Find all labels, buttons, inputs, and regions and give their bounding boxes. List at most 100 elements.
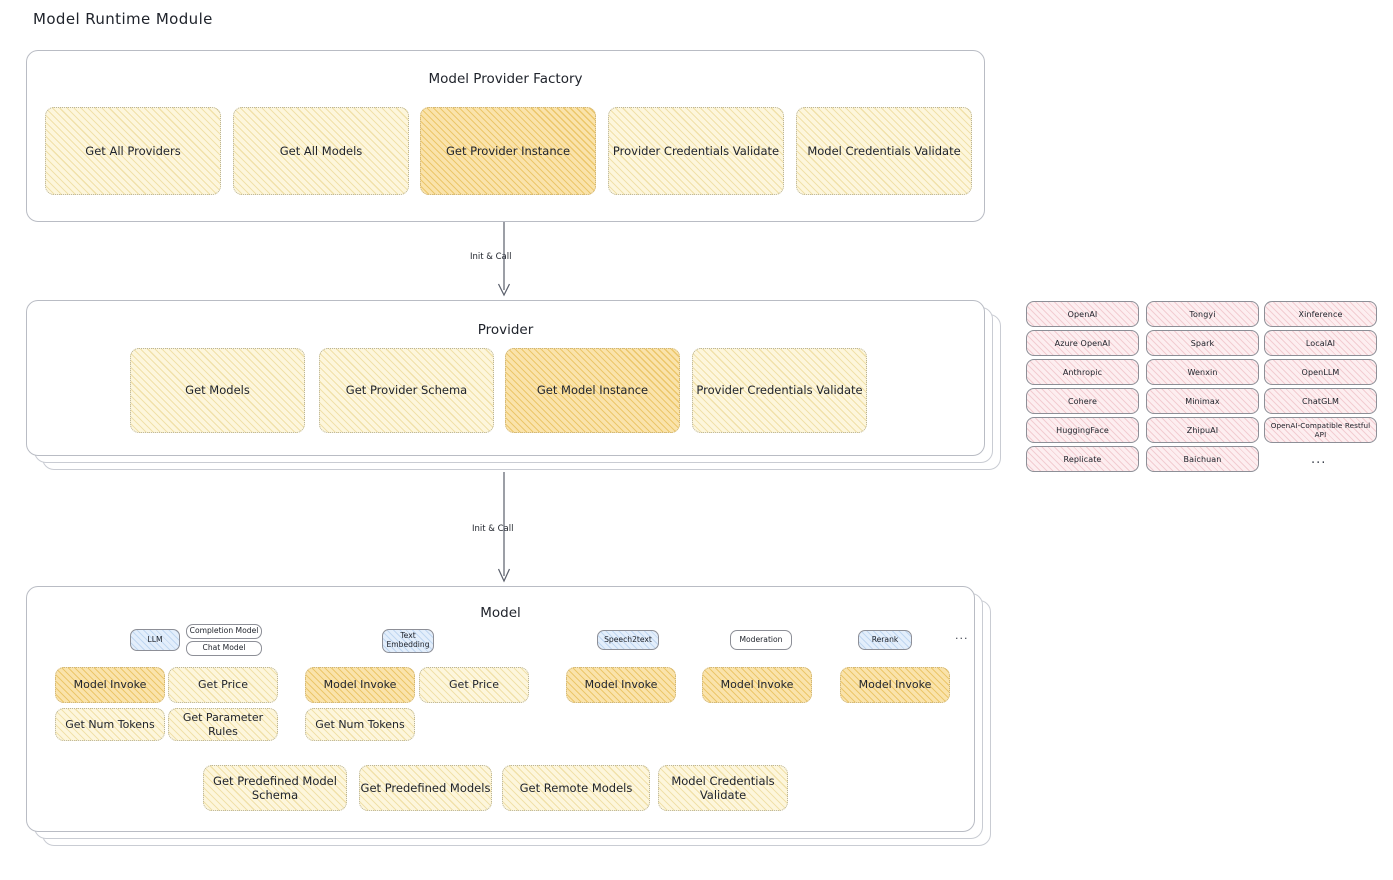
model-type-badge-label: LLM [147, 634, 163, 644]
model-op-rerank-model-invoke[interactable]: Model Invoke [840, 667, 950, 703]
model-type-badge-label: Rerank [871, 634, 899, 644]
page-title: Model Runtime Module [33, 10, 213, 28]
model-type-badge-rerank[interactable]: Rerank [858, 630, 912, 650]
model-op-llm-get-price[interactable]: Get Price [168, 667, 278, 703]
model-type-badge-speech2text[interactable]: Speech2text [597, 630, 659, 650]
provider-chip-label: Spark [1190, 338, 1215, 348]
model-op-text-embedding-get-num-tokens[interactable]: Get Num Tokens [305, 708, 415, 741]
factory-title: Model Provider Factory [428, 71, 583, 87]
provider-chip-label: Xinference [1298, 309, 1343, 319]
provider-chip-label: Wenxin [1187, 367, 1218, 377]
model-op-label: Get Price [198, 678, 248, 692]
model-op-moderation-model-invoke[interactable]: Model Invoke [702, 667, 812, 703]
factory-item-get-all-models[interactable]: Get All Models [233, 107, 409, 195]
model-op-label: Model Invoke [720, 678, 794, 692]
provider-chip-label: Tongyi [1189, 309, 1216, 319]
model-op-llm-get-num-tokens[interactable]: Get Num Tokens [55, 708, 165, 741]
provider-chip-label: Baichuan [1183, 454, 1222, 464]
model-type-badge-label: Moderation [739, 634, 783, 644]
provider-chip-zhipuai[interactable]: ZhipuAI [1146, 417, 1259, 443]
connector-provider-to-model [497, 472, 511, 583]
provider-chip-label: Cohere [1067, 396, 1098, 406]
model-op-text-embedding-get-price[interactable]: Get Price [419, 667, 529, 703]
providers-list-more: ... [1311, 452, 1327, 467]
provider-chip-localai[interactable]: LocalAI [1264, 330, 1377, 356]
provider-chip-openllm[interactable]: OpenLLM [1264, 359, 1377, 385]
provider-item-label: Get Models [185, 383, 250, 398]
model-op-llm-get-parameter-rules[interactable]: Get Parameter Rules [168, 708, 278, 741]
provider-item-get-model-instance[interactable]: Get Model Instance [505, 348, 680, 433]
provider-chip-baichuan[interactable]: Baichuan [1146, 446, 1259, 472]
provider-chip-huggingface[interactable]: HuggingFace [1026, 417, 1139, 443]
provider-title: Provider [477, 322, 534, 338]
connector-factory-to-provider [497, 222, 511, 297]
provider-chip-minimax[interactable]: Minimax [1146, 388, 1259, 414]
factory-item-get-all-providers[interactable]: Get All Providers [45, 107, 221, 195]
model-common-op-label: Get Predefined Models [360, 780, 491, 795]
provider-chip-label: OpenLLM [1301, 367, 1340, 377]
model-op-label: Get Parameter Rules [182, 710, 264, 738]
provider-chip-replicate[interactable]: Replicate [1026, 446, 1139, 472]
model-panel: Model LLM Completion Model Chat Model Mo… [26, 586, 975, 832]
model-op-llm-model-invoke[interactable]: Model Invoke [55, 667, 165, 703]
model-op-speech2text-model-invoke[interactable]: Model Invoke [566, 667, 676, 703]
model-type-badge-label: Speech2text [604, 634, 652, 644]
provider-chip-label: Replicate [1063, 454, 1102, 464]
provider-chip-cohere[interactable]: Cohere [1026, 388, 1139, 414]
factory-item-label: Model Credentials Validate [807, 143, 961, 158]
provider-chip-openai[interactable]: OpenAI [1026, 301, 1139, 327]
model-subtype-badge-completion-model[interactable]: Completion Model [186, 624, 262, 639]
provider-item-label: Get Provider Schema [345, 383, 468, 398]
factory-item-label: Get Provider Instance [445, 143, 571, 158]
model-common-op-get-remote-models[interactable]: Get Remote Models [502, 765, 650, 811]
provider-chip-wenxin[interactable]: Wenxin [1146, 359, 1259, 385]
model-type-badge-label: Text Embedding [386, 631, 430, 649]
model-subtype-badge-chat-model[interactable]: Chat Model [186, 641, 262, 656]
connector1-label: Init & Call [470, 252, 512, 262]
model-op-label: Get Num Tokens [65, 717, 155, 731]
provider-chip-openai-compatible-restful-api[interactable]: OpenAI-Compatible Restful API [1264, 417, 1377, 443]
model-type-badge-text-embedding[interactable]: Text Embedding [382, 629, 434, 653]
provider-chip-xinference[interactable]: Xinference [1264, 301, 1377, 327]
model-op-text-embedding-model-invoke[interactable]: Model Invoke [305, 667, 415, 703]
model-op-label: Get Price [449, 678, 499, 692]
model-op-label: Model Invoke [584, 678, 658, 692]
factory-item-provider-credentials-validate[interactable]: Provider Credentials Validate [608, 107, 784, 195]
provider-chip-chatglm[interactable]: ChatGLM [1264, 388, 1377, 414]
provider-item-label: Get Model Instance [536, 383, 649, 398]
model-common-op-label: Get Predefined Model Schema [213, 773, 337, 802]
provider-chip-azure-openai[interactable]: Azure OpenAI [1026, 330, 1139, 356]
model-common-op-get-predefined-models[interactable]: Get Predefined Models [359, 765, 492, 811]
model-op-label: Model Invoke [73, 678, 147, 692]
model-provider-factory-panel: Model Provider Factory Get All Providers… [26, 50, 985, 222]
model-type-badge-llm[interactable]: LLM [130, 629, 180, 651]
factory-item-label: Provider Credentials Validate [612, 143, 780, 158]
factory-item-model-credentials-validate[interactable]: Model Credentials Validate [796, 107, 972, 195]
provider-item-get-models[interactable]: Get Models [130, 348, 305, 433]
provider-chip-label: Anthropic [1062, 367, 1103, 377]
model-type-badge-moderation[interactable]: Moderation [730, 630, 792, 650]
provider-chip-label: HuggingFace [1056, 425, 1109, 435]
provider-chip-label: Minimax [1185, 396, 1220, 406]
provider-chip-label: Azure OpenAI [1054, 338, 1111, 348]
provider-chip-anthropic[interactable]: Anthropic [1026, 359, 1139, 385]
provider-item-provider-credentials-validate[interactable]: Provider Credentials Validate [692, 348, 867, 433]
factory-item-get-provider-instance[interactable]: Get Provider Instance [420, 107, 596, 195]
provider-item-label: Provider Credentials Validate [696, 383, 863, 398]
provider-item-get-provider-schema[interactable]: Get Provider Schema [319, 348, 494, 433]
model-common-op-get-predefined-model-schema[interactable]: Get Predefined Model Schema [203, 765, 347, 811]
model-common-op-label: Get Remote Models [519, 780, 633, 795]
model-op-label: Model Invoke [858, 678, 932, 692]
provider-chip-tongyi[interactable]: Tongyi [1146, 301, 1259, 327]
model-common-op-model-credentials-validate[interactable]: Model Credentials Validate [658, 765, 788, 811]
factory-item-label: Get All Models [279, 143, 363, 158]
provider-chip-spark[interactable]: Spark [1146, 330, 1259, 356]
provider-chip-label: OpenAI-Compatible Restful API [1270, 421, 1371, 439]
provider-chip-label: LocalAI [1305, 338, 1336, 348]
model-title: Model [480, 605, 521, 621]
model-subtype-badge-label: Chat Model [202, 643, 246, 653]
connector2-label: Init & Call [472, 524, 514, 534]
provider-chip-label: ChatGLM [1302, 396, 1339, 406]
model-common-op-label: Model Credentials Validate [671, 773, 775, 802]
